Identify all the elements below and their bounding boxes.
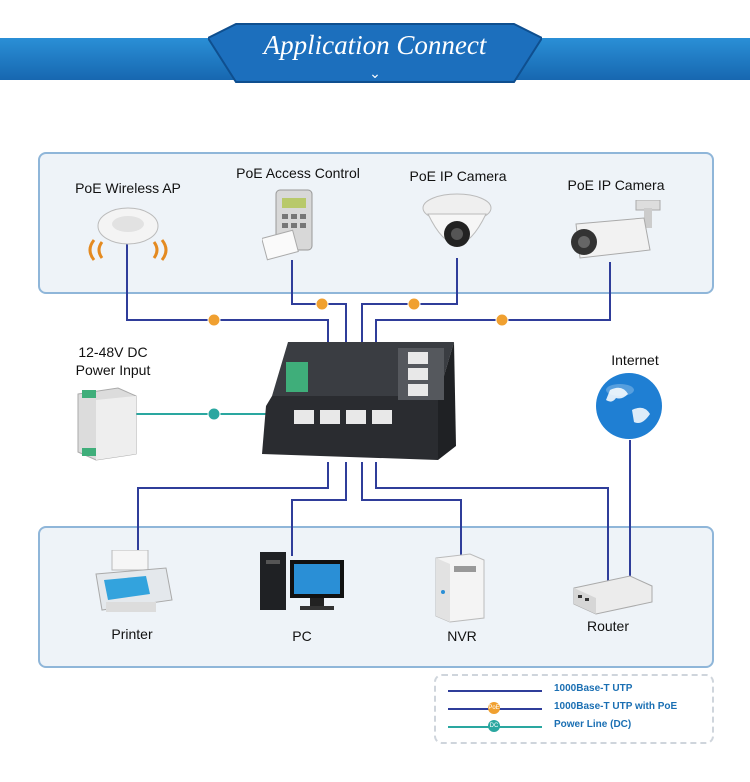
router-icon (573, 575, 653, 615)
device-label-ip-camera-2: PoE IP Camera (567, 177, 665, 193)
legend: 1000Base-T UTP PoE 1000Base-T UTP with P… (434, 674, 714, 744)
printer-icon (95, 550, 173, 612)
poe-marker (407, 297, 421, 311)
legend-poe-label: 1000Base-T UTP with PoE (554, 701, 678, 712)
power-label-line2: Power Input (75, 362, 151, 378)
bullet-camera-icon (571, 200, 661, 259)
device-label-nvr: NVR (447, 628, 477, 644)
internet-label: Internet (611, 352, 659, 368)
dome-camera-icon (422, 193, 492, 247)
device-label-router: Router (586, 618, 630, 634)
poe-marker (315, 297, 329, 311)
device-label-pc: PC (292, 628, 312, 644)
poe-marker-icon: PoE (488, 702, 500, 714)
globe-icon (596, 373, 662, 439)
chevron-down-icon: ⌄ (369, 65, 381, 81)
dc-marker (207, 407, 221, 421)
poe-marker (495, 313, 509, 327)
power-label-line1: 12-48V DC (78, 344, 148, 360)
header-tab-shape (208, 23, 542, 83)
pc-icon (260, 552, 344, 610)
industrial-switch-icon (262, 342, 456, 460)
dc-marker-icon: DC (488, 720, 500, 732)
poe-marker (207, 313, 221, 327)
device-label-wireless-ap: PoE Wireless AP (75, 180, 181, 196)
nvr-icon (435, 553, 485, 623)
legend-utp-label: 1000Base-T UTP (554, 683, 633, 694)
device-label-ip-camera-1: PoE IP Camera (409, 168, 507, 184)
wireless-ap-icon (88, 207, 168, 261)
device-label-access-control: PoE Access Control (236, 165, 360, 181)
device-label-printer: Printer (111, 626, 153, 642)
power-supply-icon (77, 387, 137, 461)
access-control-icon (262, 189, 313, 261)
legend-utp-line (448, 690, 542, 692)
legend-dc-label: Power Line (DC) (554, 719, 632, 730)
page-title: Application Connect (263, 30, 487, 60)
